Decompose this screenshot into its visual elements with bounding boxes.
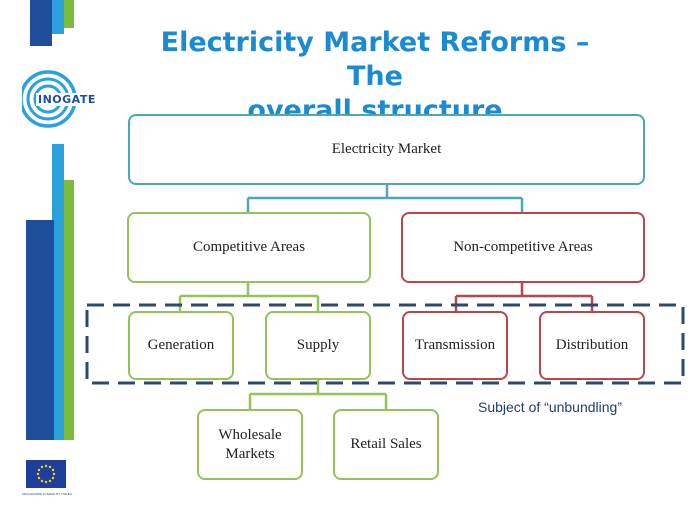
- side-band: [26, 220, 54, 440]
- node-wholesale-markets: Wholesale Markets: [197, 409, 303, 480]
- node-competitive-areas: Competitive Areas: [127, 212, 371, 283]
- node-retail-sales: Retail Sales: [333, 409, 439, 480]
- title-line-1: Electricity Market Reforms – The: [160, 27, 590, 92]
- node-transmission: Transmission: [402, 311, 508, 380]
- unbundling-note: Subject of “unbundling”: [478, 399, 622, 415]
- connector-root-to-areas: [246, 184, 524, 212]
- node-electricity-market: Electricity Market: [128, 114, 645, 185]
- logo-text: INOGATE: [36, 93, 98, 106]
- node-supply: Supply: [265, 311, 371, 380]
- connector-supply-to-markets: [248, 380, 388, 409]
- decor-stripe-green: [64, 0, 74, 28]
- connector-competitive-to-children: [178, 283, 320, 311]
- decor-stripe-blue: [52, 0, 64, 34]
- node-generation: Generation: [128, 311, 234, 380]
- unbundling-frame: [85, 303, 685, 385]
- decor-stripe-green-lower: [64, 180, 74, 440]
- eu-caption: PROGRAMME FUNDED BY THE EU: [22, 492, 72, 496]
- slide-title: Electricity Market Reforms – The overall…: [130, 26, 620, 128]
- connector-noncompetitive-to-children: [454, 283, 594, 311]
- node-non-competitive-areas: Non-competitive Areas: [401, 212, 645, 283]
- decor-stripe-navy: [30, 0, 52, 46]
- decor-stripe-blue-lower: [52, 144, 64, 440]
- node-distribution: Distribution: [539, 311, 645, 380]
- eu-flag-icon: [26, 460, 66, 488]
